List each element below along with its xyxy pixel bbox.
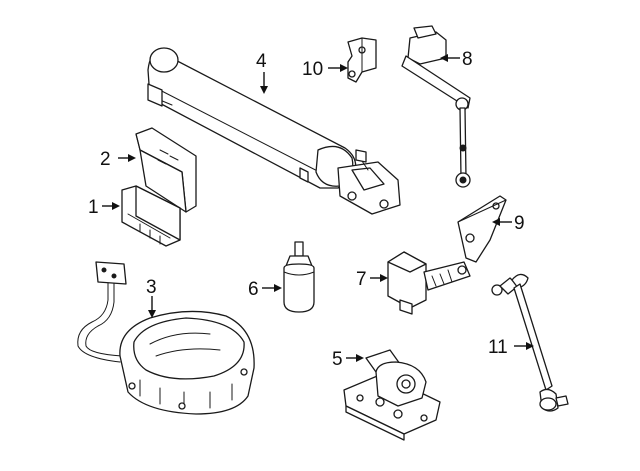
part-11-link bbox=[491, 273, 569, 412]
part-4-air-tank bbox=[147, 47, 401, 215]
callout-6: 6 bbox=[248, 279, 259, 300]
part-3-compressor bbox=[77, 261, 255, 415]
part-9-bracket-plate bbox=[457, 195, 507, 263]
callout-4: 4 bbox=[256, 51, 267, 72]
part-1-module bbox=[121, 185, 181, 247]
callout-labels: 4 10 8 2 1 9 3 6 7 5 11 bbox=[88, 49, 525, 370]
callout-5: 5 bbox=[332, 349, 343, 370]
callout-8: 8 bbox=[462, 49, 473, 70]
part-5-valve-block bbox=[343, 349, 441, 441]
part-7-sensor bbox=[387, 251, 471, 315]
part-10-bracket bbox=[347, 37, 377, 83]
callout-7: 7 bbox=[356, 269, 367, 290]
callout-1: 1 bbox=[88, 197, 99, 218]
callout-10: 10 bbox=[302, 59, 323, 80]
callout-9: 9 bbox=[514, 213, 525, 234]
callout-11: 11 bbox=[488, 337, 508, 358]
callout-3: 3 bbox=[146, 277, 157, 298]
callout-2: 2 bbox=[100, 149, 111, 170]
part-8-height-sensor bbox=[401, 25, 471, 188]
callout-arrows bbox=[102, 54, 534, 362]
part-6-canister bbox=[283, 241, 315, 313]
part-2-bracket bbox=[135, 127, 197, 213]
